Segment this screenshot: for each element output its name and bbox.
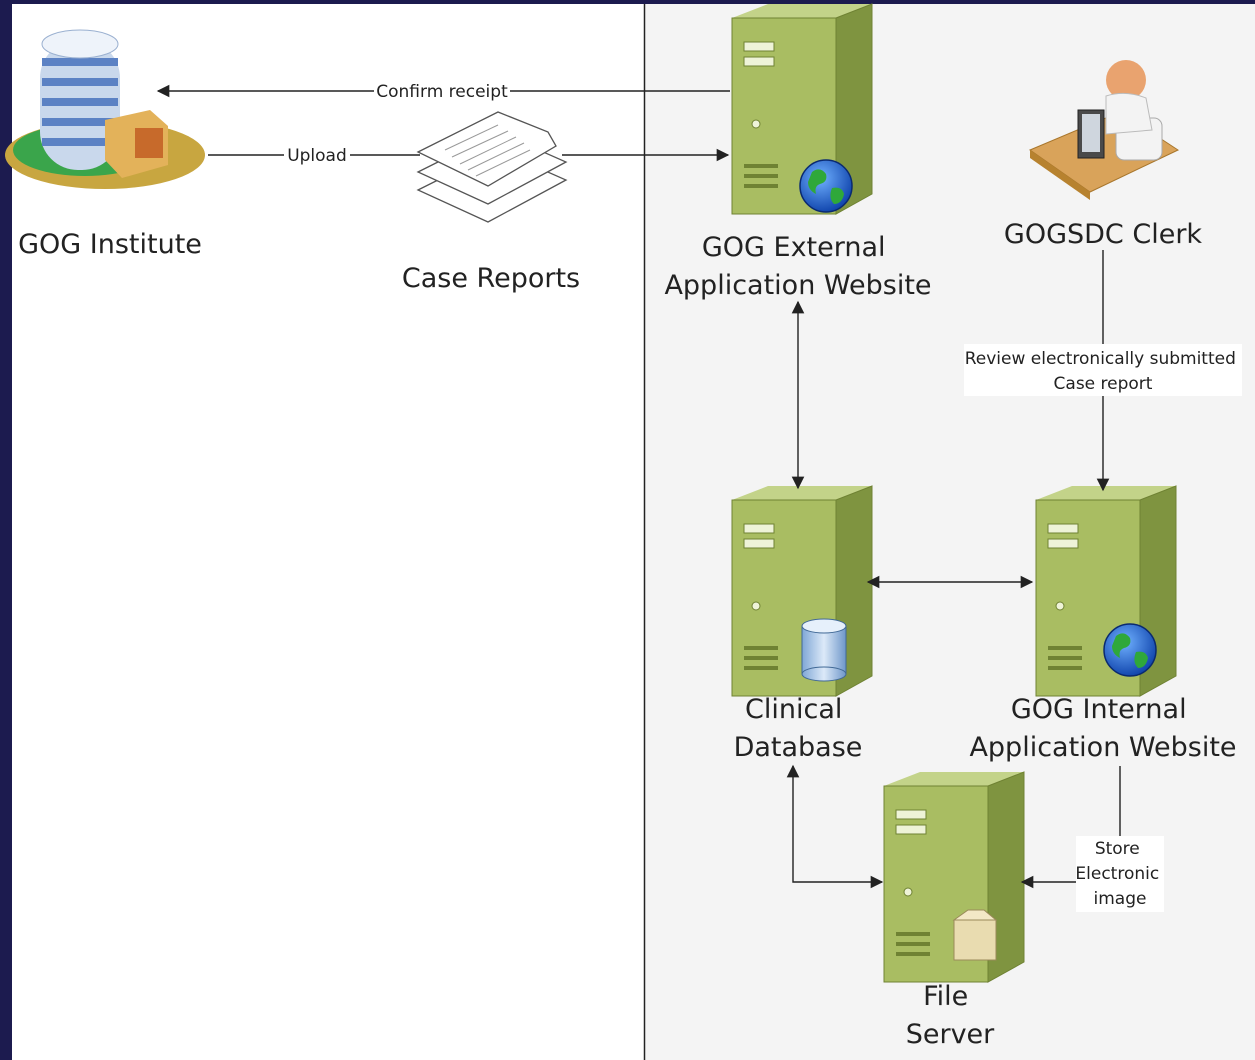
file-server-icon	[883, 771, 1025, 983]
documents-icon	[416, 111, 568, 223]
external-server-icon	[731, 3, 873, 215]
node-label-clerk: GOGSDC Clerk	[1004, 219, 1203, 250]
edge-label-store: Store Electronic image	[1075, 839, 1164, 909]
edge-db-file	[786, 764, 884, 889]
node-label-file-server: File Server	[906, 981, 995, 1050]
edge-label-upload: Upload	[287, 146, 347, 166]
node-label-external-site: GOG External Application Website	[664, 232, 931, 301]
node-label-internal-site: GOG Internal Application Website	[969, 694, 1236, 763]
building-icon	[5, 29, 205, 189]
folder-icon	[952, 909, 998, 961]
edge-label-review: Review electronically submitted Case rep…	[965, 349, 1242, 394]
database-icon	[801, 618, 847, 682]
edge-label-confirm-receipt: Confirm receipt	[376, 82, 508, 102]
node-label-institute: GOG Institute	[18, 229, 202, 260]
globe-icon	[799, 159, 853, 213]
globe-icon	[1103, 623, 1157, 677]
node-label-clinical-db: Clinical Database	[734, 694, 863, 763]
internal-server-icon	[1035, 485, 1177, 697]
clerk-icon	[1028, 60, 1180, 200]
node-label-case-reports: Case Reports	[402, 263, 580, 294]
clinical-db-server-icon	[731, 485, 873, 697]
